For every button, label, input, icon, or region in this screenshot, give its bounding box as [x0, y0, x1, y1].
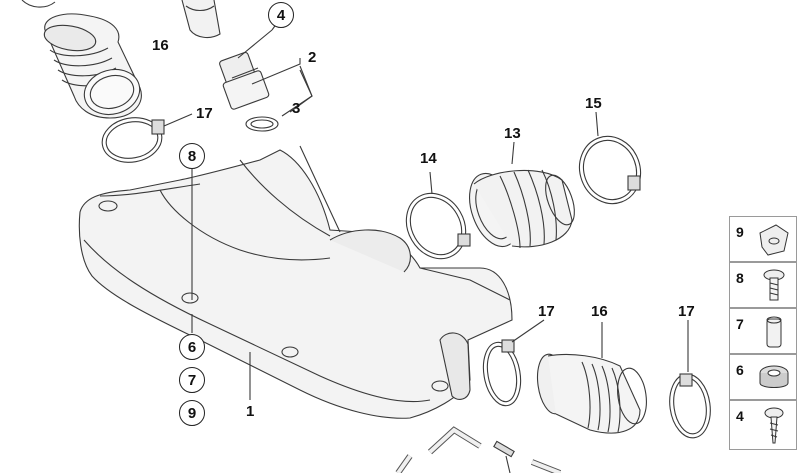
legend-label-6: 6: [736, 362, 744, 378]
legend-panel-6: 6: [729, 354, 797, 400]
legend-panel-7: 7: [729, 308, 797, 354]
bushing-icon: [766, 316, 782, 348]
callout-2: 2: [308, 49, 317, 66]
leader-line-2-3: [289, 65, 313, 113]
callout-17-mid: 17: [538, 303, 555, 320]
hose-clamp-right: [669, 320, 711, 439]
callout-4: 4: [268, 2, 294, 28]
rubber-bellows: [469, 141, 575, 249]
screw-icon: [763, 269, 785, 301]
callout-7: 7: [179, 367, 205, 393]
legend-panel-9: 9: [729, 216, 797, 262]
legend-label-4: 4: [736, 408, 744, 424]
self-tapping-screw-icon: [764, 407, 784, 444]
callout-6: 6: [179, 334, 205, 360]
legend-panel-8: 8: [729, 262, 797, 308]
hose-clamp-15: [578, 111, 642, 205]
intake-hose-bottom: [536, 322, 647, 434]
legend-panel-4: 4: [729, 400, 797, 450]
callout-1: 1: [246, 403, 255, 420]
air-filter-housing: [78, 145, 513, 419]
callout-15: 15: [585, 95, 602, 112]
hose-clamp-14: [405, 171, 471, 260]
callout-8: 8: [179, 143, 205, 169]
clip-nut-icon: [759, 224, 789, 256]
airflow-sensor: [181, 0, 313, 132]
callout-3: 3: [292, 100, 301, 117]
callout-9: 9: [179, 400, 205, 426]
hose-clamp-top: [101, 113, 193, 163]
legend-label-8: 8: [736, 270, 744, 286]
vent-hoses: [395, 426, 562, 473]
hose-clamp-mid: [482, 319, 545, 407]
callout-13: 13: [504, 125, 521, 142]
callout-17-top: 17: [196, 105, 213, 122]
callout-16-bottom: 16: [591, 303, 608, 320]
callout-16-top: 16: [152, 37, 169, 54]
intake-hose-top: [21, 0, 142, 119]
legend-label-9: 9: [736, 224, 744, 240]
grommet-icon: [759, 365, 789, 388]
legend-label-7: 7: [736, 316, 744, 332]
callout-14: 14: [420, 150, 437, 167]
callout-17-right: 17: [678, 303, 695, 320]
